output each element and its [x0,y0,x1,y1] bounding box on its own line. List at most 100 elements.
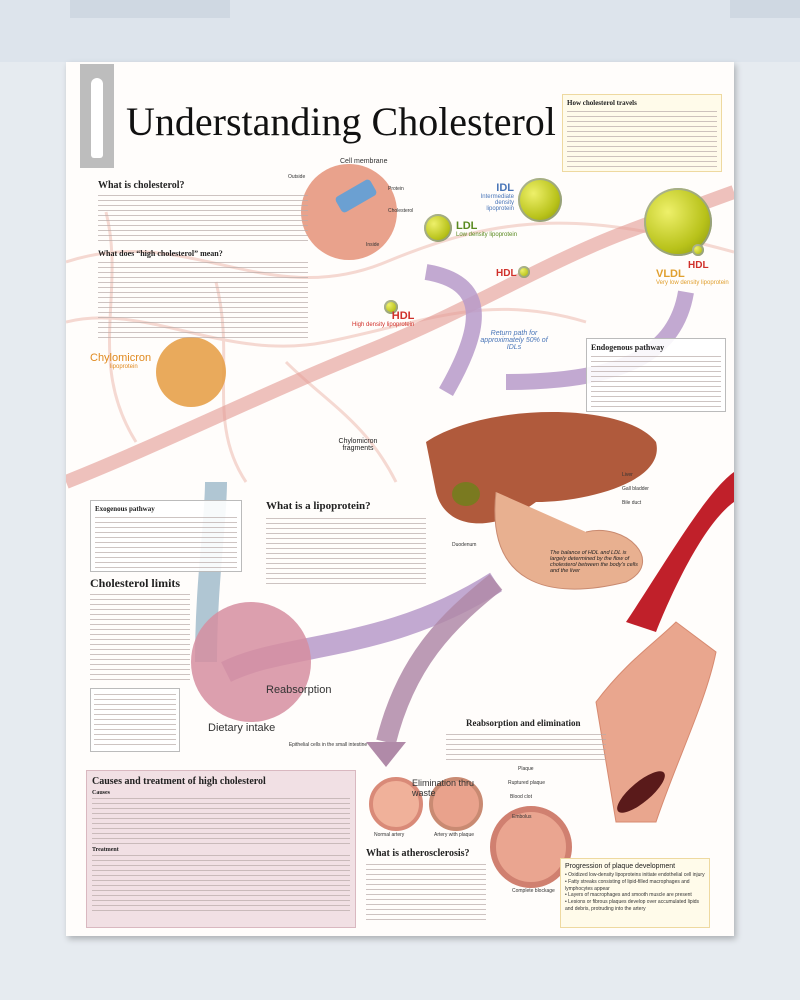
body-text [366,862,486,924]
chylomicron-shape [156,337,226,407]
ruptured-plaque-label: Ruptured plaque [508,780,545,786]
inside-label: Inside [366,242,380,248]
duodenum-label: Duodenum [452,542,477,548]
vldl-name: Very low density lipoprotein [656,280,729,286]
progression-item: Layers of macrophages and smooth muscle … [565,892,705,899]
body-text [92,853,350,913]
complete-blockage-label: Complete blockage [512,888,555,894]
travels-heading: How cholesterol travels [567,99,637,107]
what-is-cholesterol-heading: What is cholesterol? [98,180,185,191]
idl-name: Intermediate density lipoprotein [480,194,514,212]
band-tab [70,0,230,18]
plaque-label: Plaque [518,766,534,772]
normal-artery-label: Normal artery [374,832,405,838]
elimination-arrow [376,574,503,745]
chylomicron-abbr: Chylomicron [90,352,152,364]
body-text [92,796,350,844]
body-icon-panel [80,64,114,168]
idl-abbr: IDL [496,182,514,194]
poster-title: Understanding Cholesterol [126,99,556,144]
progression-item: Lesions or fibrous plaques develop over … [565,899,705,913]
how-cholesterol-travels-box: How cholesterol travels [562,94,722,172]
dietary-intake-label: Dietary intake [208,722,276,734]
cell-membrane-circle [301,164,397,260]
cholesterol-label: Cholesterol [388,208,414,214]
exogenous-pathway-box: Exogenous pathway [90,500,242,572]
artery-top [626,472,734,632]
idl-label: IDL Intermediate density lipoprotein [466,182,514,212]
body-text [446,732,606,760]
hdl-main-label: HDL High density lipoprotein [352,310,414,328]
endogenous-pathway-box: Endogenous pathway [586,338,726,412]
hdl-name: High density lipoprotein [352,322,415,328]
hdl-label: HDL [496,268,517,279]
plaque-artery-shape [429,777,483,831]
cholesterol-limits-heading: Cholesterol limits [90,576,181,590]
progression-list: Oxidized low-density lipoproteins initia… [565,872,705,913]
chylomicron-name: lipoprotein [110,364,138,370]
body-text [591,354,721,410]
illustration-layer [66,164,734,888]
balance-note: The balance of HDL and LDL is largely de… [550,550,638,574]
normal-artery-shape [369,777,423,831]
elimination-label: Elimination thru waste [412,778,475,798]
ldl-abbr: LDL [456,220,478,232]
artery-with-plaque-label: Artery with plaque [434,832,475,838]
exogenous-heading: Exogenous pathway [95,505,155,513]
membrane-protein [335,179,377,213]
body-text [98,260,308,342]
causes-treatment-box: Causes and treatment of high cholesterol… [86,770,356,928]
chylomicron-label: Chylomicron lipoprotein [90,352,151,370]
return-path-label: Return path for approximately 50% of IDL… [480,330,548,351]
endogenous-heading: Endogenous pathway [591,343,665,352]
plaque-progression-box: Progression of plaque development Oxidiz… [560,858,710,928]
body-text [98,193,308,245]
protein-label: Protein [388,186,404,192]
hdl-particle [384,300,398,314]
ldl-name: Low density lipoprotein [456,232,518,238]
artery-cutaway [595,621,717,823]
causes-heading: Causes and treatment of high cholesterol [92,776,266,787]
page-background-band [0,0,800,62]
hdl-label: HDL [688,260,709,271]
body-text [567,109,717,169]
reabsorption-elimination-heading: Reabsorption and elimination [466,718,581,728]
ldl-particle [424,214,452,242]
liver-label: Liver [622,472,633,478]
hdl-abbr: HDL [391,310,415,322]
cholesterol-poster: Understanding Cholesterol What is choles… [66,62,734,936]
vldl-label: VLDL Very low density lipoprotein [656,268,729,286]
cell-membrane-label: Cell membrane [340,158,388,165]
treatment-subheading: Treatment [92,847,119,853]
body-text [95,515,237,569]
body-text [266,516,426,586]
bile-duct-label: Bile duct [622,500,642,506]
progression-item: Fatty streaks consisting of lipid-filled… [565,879,705,893]
return-path-arrow [424,264,482,396]
blood-clot-shape [617,771,665,813]
cholesterol-levels-table [90,688,180,752]
lipoprotein-heading: What is a lipoprotein? [266,500,371,512]
epithelial-label: Epithelial cells in the small intestine [288,742,368,748]
outside-label: Outside [288,174,306,180]
causes-subheading: Causes [92,790,111,796]
high-cholesterol-heading: What does “high cholesterol” mean? [98,249,223,258]
atherosclerosis-heading: What is atherosclerosis? [366,848,470,859]
embolus-label: Embolus [512,814,532,820]
band-tab [730,0,800,18]
blockage-artery-shape [490,806,572,888]
elimination-arrowhead [366,742,406,767]
blood-clot-label: Blood clot [510,794,532,800]
hdl-particle [518,266,530,278]
gall-bladder-label: Gall bladder [622,486,649,492]
hdl-particle [692,244,704,256]
fragments-label: Chylomicron fragments [338,438,378,452]
vldl-abbr: VLDL [656,268,685,280]
pancreas-duodenum-shape [494,491,643,590]
gall-bladder-shape [452,482,480,506]
ldl-label: LDL Low density lipoprotein [456,220,517,238]
intestine-cross-section [191,602,311,722]
progression-heading: Progression of plaque development [565,863,676,870]
progression-item: Oxidized low-density lipoproteins initia… [565,872,705,879]
reabsorption-label: Reabsorption [266,684,332,696]
